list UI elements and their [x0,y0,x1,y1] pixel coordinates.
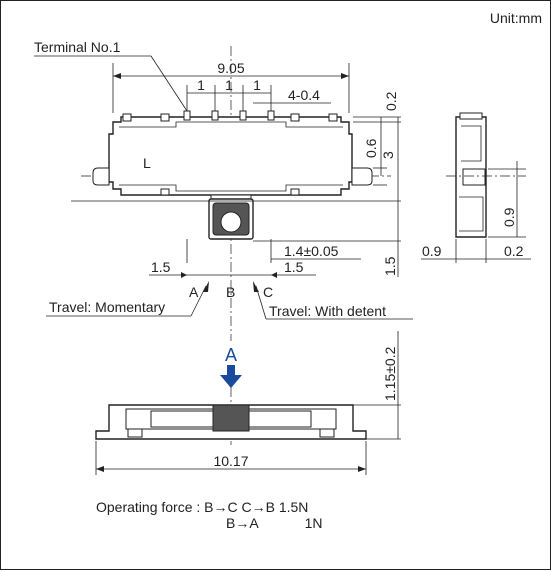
direction-a-label: A [225,345,237,365]
terminal-pin [183,110,191,121]
front-foot [127,428,143,438]
direction-arrow-icon [220,375,242,388]
position-b-label: B [226,284,235,300]
operating-force-line-2: B→A 1N [226,515,322,531]
dim-travel-left: 1.5 [151,259,171,275]
right-mount-lug [351,167,373,186]
body-tab [290,188,300,196]
leader-line [190,285,207,317]
dim-side-right: 0.2 [504,243,524,259]
dim-body-half: 3 [380,151,396,159]
dimension-arrow [271,272,277,278]
side-terminal [459,112,483,120]
travel-momentary-label: Travel: Momentary [49,299,165,315]
dimension-arrow [358,466,366,472]
actuator-knob-dimple [220,211,242,233]
side-view: 0.9 0.9 0.2 [421,112,531,263]
dim-knob-length: 1.5 [382,256,398,276]
leader-line [255,285,267,320]
body-mark-label: L [143,155,151,171]
dimension-arrow [181,272,187,278]
body-inner-edge [119,184,343,192]
top-view: L Terminal No.1 9.05 1 1 1 4-0.4 0.2 0.6… [34,39,413,341]
body-tab [328,113,338,122]
dim-side-left: 0.9 [422,243,442,259]
side-lug [462,168,486,186]
travel-detent-label: Travel: With detent [269,303,386,319]
dim-terminal-width: 4-0.4 [288,87,320,103]
front-actuator [212,404,250,432]
dim-overall-width: 10.17 [213,453,248,469]
body-tab [290,113,300,122]
dim-travel-right: 1.5 [284,259,304,275]
terminal-no1-label: Terminal No.1 [34,39,121,55]
dimension-arrow [113,73,121,79]
body-tab [160,113,170,122]
unit-label: Unit:mm [490,10,542,26]
dim-lug-height: 0.6 [363,138,379,158]
dim-knob-tolerance: 1.4±0.05 [284,243,339,259]
side-inner-edge [461,125,482,162]
body-tab [122,113,132,122]
front-view: A 1.15±0.2 10.17 [95,331,401,475]
terminal-pin [211,110,219,121]
leader-line [150,55,188,112]
position-a-label: A [189,284,199,300]
dim-offset: 0.2 [383,91,399,111]
dim-pitch: 1 [253,77,261,93]
terminal-pin [267,110,275,121]
terminal-pin [239,110,247,121]
dimension-arrow [96,466,104,472]
dim-actuator-height: 1.15±0.2 [382,346,398,401]
operating-force-note: Operating force : B→C C→B 1.5N B→A 1N [96,499,322,531]
direction-arrow-shaft [227,365,235,377]
dimension-arrow [341,73,349,79]
dim-side-height: 0.9 [501,207,517,227]
operating-force-line-1: Operating force : B→C C→B 1.5N [96,499,308,515]
body-inner-edge [119,121,343,128]
position-c-label: C [263,284,273,300]
body-tab [160,188,170,196]
left-mount-lug [92,167,110,186]
dim-pitch: 1 [197,77,205,93]
dim-width-top: 9.05 [217,60,244,76]
side-inner-edge [459,196,484,232]
front-foot [319,428,335,438]
dim-pitch: 1 [225,77,233,93]
switch-body-outline [108,116,353,196]
